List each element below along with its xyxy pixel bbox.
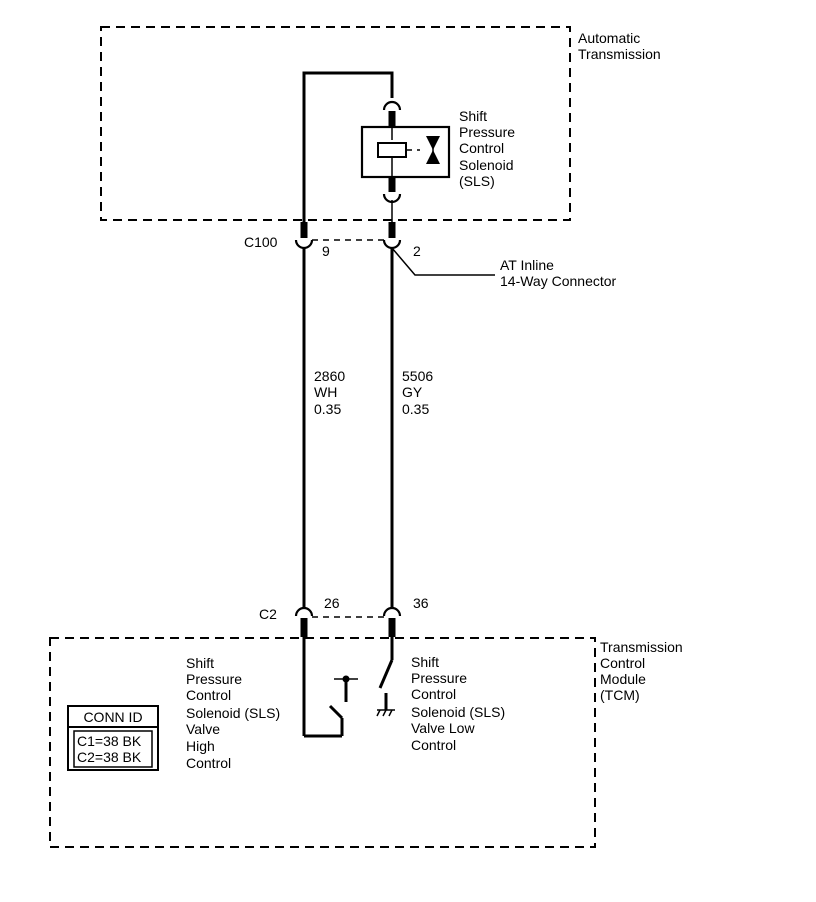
conn-id-row-c1: C1=38 BK xyxy=(77,733,142,749)
c2-connector xyxy=(294,606,402,637)
svg-text:Control: Control xyxy=(411,737,456,753)
low-control-label: Shift Pressure Control Solenoid (SLS) Va… xyxy=(411,654,505,753)
svg-text:Control: Control xyxy=(459,140,504,156)
svg-text:2860: 2860 xyxy=(314,368,345,384)
tcm-label: Transmission Control Module (TCM) xyxy=(600,639,683,703)
svg-text:Pressure: Pressure xyxy=(411,670,467,686)
svg-text:Shift: Shift xyxy=(459,108,487,124)
svg-text:Transmission: Transmission xyxy=(600,639,683,655)
high-control-switch xyxy=(302,637,358,738)
c2-label: C2 xyxy=(259,606,277,622)
high-control-label: Shift Pressure Control Solenoid (SLS) Va… xyxy=(186,655,280,771)
tcm-boundary xyxy=(49,637,596,848)
svg-text:Solenoid (SLS): Solenoid (SLS) xyxy=(186,705,280,721)
svg-text:Module: Module xyxy=(600,671,646,687)
svg-text:Shift: Shift xyxy=(186,655,214,671)
svg-text:Control: Control xyxy=(186,755,231,771)
low-control-switch xyxy=(376,637,395,717)
svg-text:(SLS): (SLS) xyxy=(459,173,495,189)
svg-text:Valve Low: Valve Low xyxy=(411,720,475,736)
svg-text:5506: 5506 xyxy=(402,368,433,384)
svg-text:Control: Control xyxy=(600,655,645,671)
conn-id-title: CONN ID xyxy=(83,709,142,725)
svg-text:0.35: 0.35 xyxy=(402,401,429,417)
wire-loop-top xyxy=(302,71,394,222)
wire-2860-label: 2860 WH 0.35 xyxy=(314,368,345,417)
svg-text:Solenoid (SLS): Solenoid (SLS) xyxy=(411,704,505,720)
c100-connector xyxy=(294,222,402,250)
inline-connector-label-2: 14-Way Connector xyxy=(500,273,617,289)
wire-5506-label: 5506 GY 0.35 xyxy=(402,368,433,417)
solenoid-label: Shift Pressure Control Solenoid (SLS) xyxy=(459,108,515,189)
svg-text:Pressure: Pressure xyxy=(186,671,242,687)
c2-pin-26: 26 xyxy=(324,595,340,611)
svg-text:Pressure: Pressure xyxy=(459,124,515,140)
conn-id-table: CONN ID C1=38 BK C2=38 BK xyxy=(67,705,159,771)
inline-connector-pointer xyxy=(391,247,495,276)
automatic-transmission-label-2: Transmission xyxy=(578,46,661,62)
shift-pressure-control-solenoid xyxy=(360,125,451,179)
svg-text:Valve: Valve xyxy=(186,721,220,737)
svg-text:0.35: 0.35 xyxy=(314,401,341,417)
svg-text:High: High xyxy=(186,738,215,754)
solenoid-upper-terminal xyxy=(382,100,402,111)
svg-text:Control: Control xyxy=(186,687,231,703)
c100-pin-9: 9 xyxy=(322,243,330,259)
svg-text:Control: Control xyxy=(411,686,456,702)
svg-text:GY: GY xyxy=(402,384,423,400)
automatic-transmission-label-1: Automatic xyxy=(578,30,640,46)
c100-pin-2: 2 xyxy=(413,243,421,259)
svg-text:WH: WH xyxy=(314,384,337,400)
svg-text:(TCM): (TCM) xyxy=(600,687,640,703)
svg-text:Solenoid: Solenoid xyxy=(459,157,514,173)
conn-id-row-c2: C2=38 BK xyxy=(77,749,142,765)
c2-pin-36: 36 xyxy=(413,595,429,611)
inline-connector-label-1: AT Inline xyxy=(500,257,554,273)
c100-label: C100 xyxy=(244,234,278,250)
svg-text:Shift: Shift xyxy=(411,654,439,670)
